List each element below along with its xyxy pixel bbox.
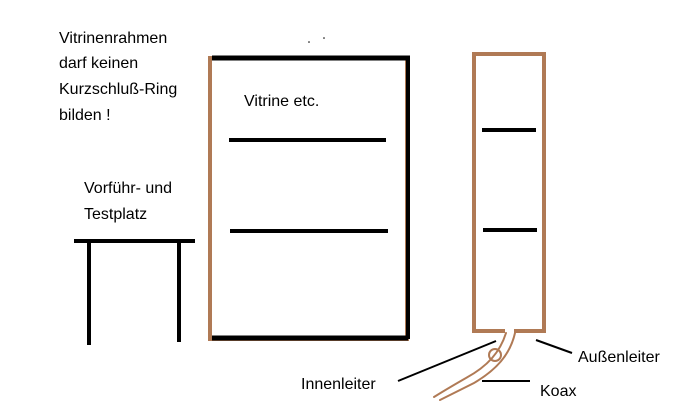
coax-inner-conductor: [488, 348, 502, 362]
warning-note: Vitrinenrahmen darf keinen Kurzschluß-Ri…: [59, 30, 177, 124]
pointer-lines: [397, 339, 573, 382]
side-cabinet-frame: [472, 52, 546, 333]
side-cabinet: [472, 52, 546, 333]
aussenleiter-label: Außenleiter: [578, 349, 660, 366]
pointer-aussenleiter: [535, 339, 573, 354]
stray-dot: [323, 37, 325, 39]
test-place-label: Vorführ- und Testplatz: [84, 180, 172, 223]
coax-outer-line-2: [439, 332, 516, 401]
test-place-line-2: Testplatz: [84, 206, 147, 223]
vitrine-label: Vitrine etc.: [244, 93, 319, 110]
warning-line-1: Vitrinenrahmen: [59, 30, 167, 47]
warning-line-2: darf keinen: [59, 55, 138, 72]
pointer-innenleiter: [397, 340, 497, 382]
warning-line-3: Kurzschluß-Ring: [59, 81, 177, 98]
vitrine: Vitrine etc.: [208, 55, 410, 341]
stray-dot: [308, 41, 310, 43]
test-place-line-1: Vorführ- und: [84, 180, 172, 197]
coax-outer-line-1: [433, 332, 507, 398]
innenleiter-label: Innenleiter: [301, 376, 376, 393]
coax-cable: [433, 332, 516, 401]
koax-label: Koax: [540, 383, 576, 400]
test-table: [74, 239, 195, 345]
warning-line-4: bilden !: [59, 107, 111, 124]
